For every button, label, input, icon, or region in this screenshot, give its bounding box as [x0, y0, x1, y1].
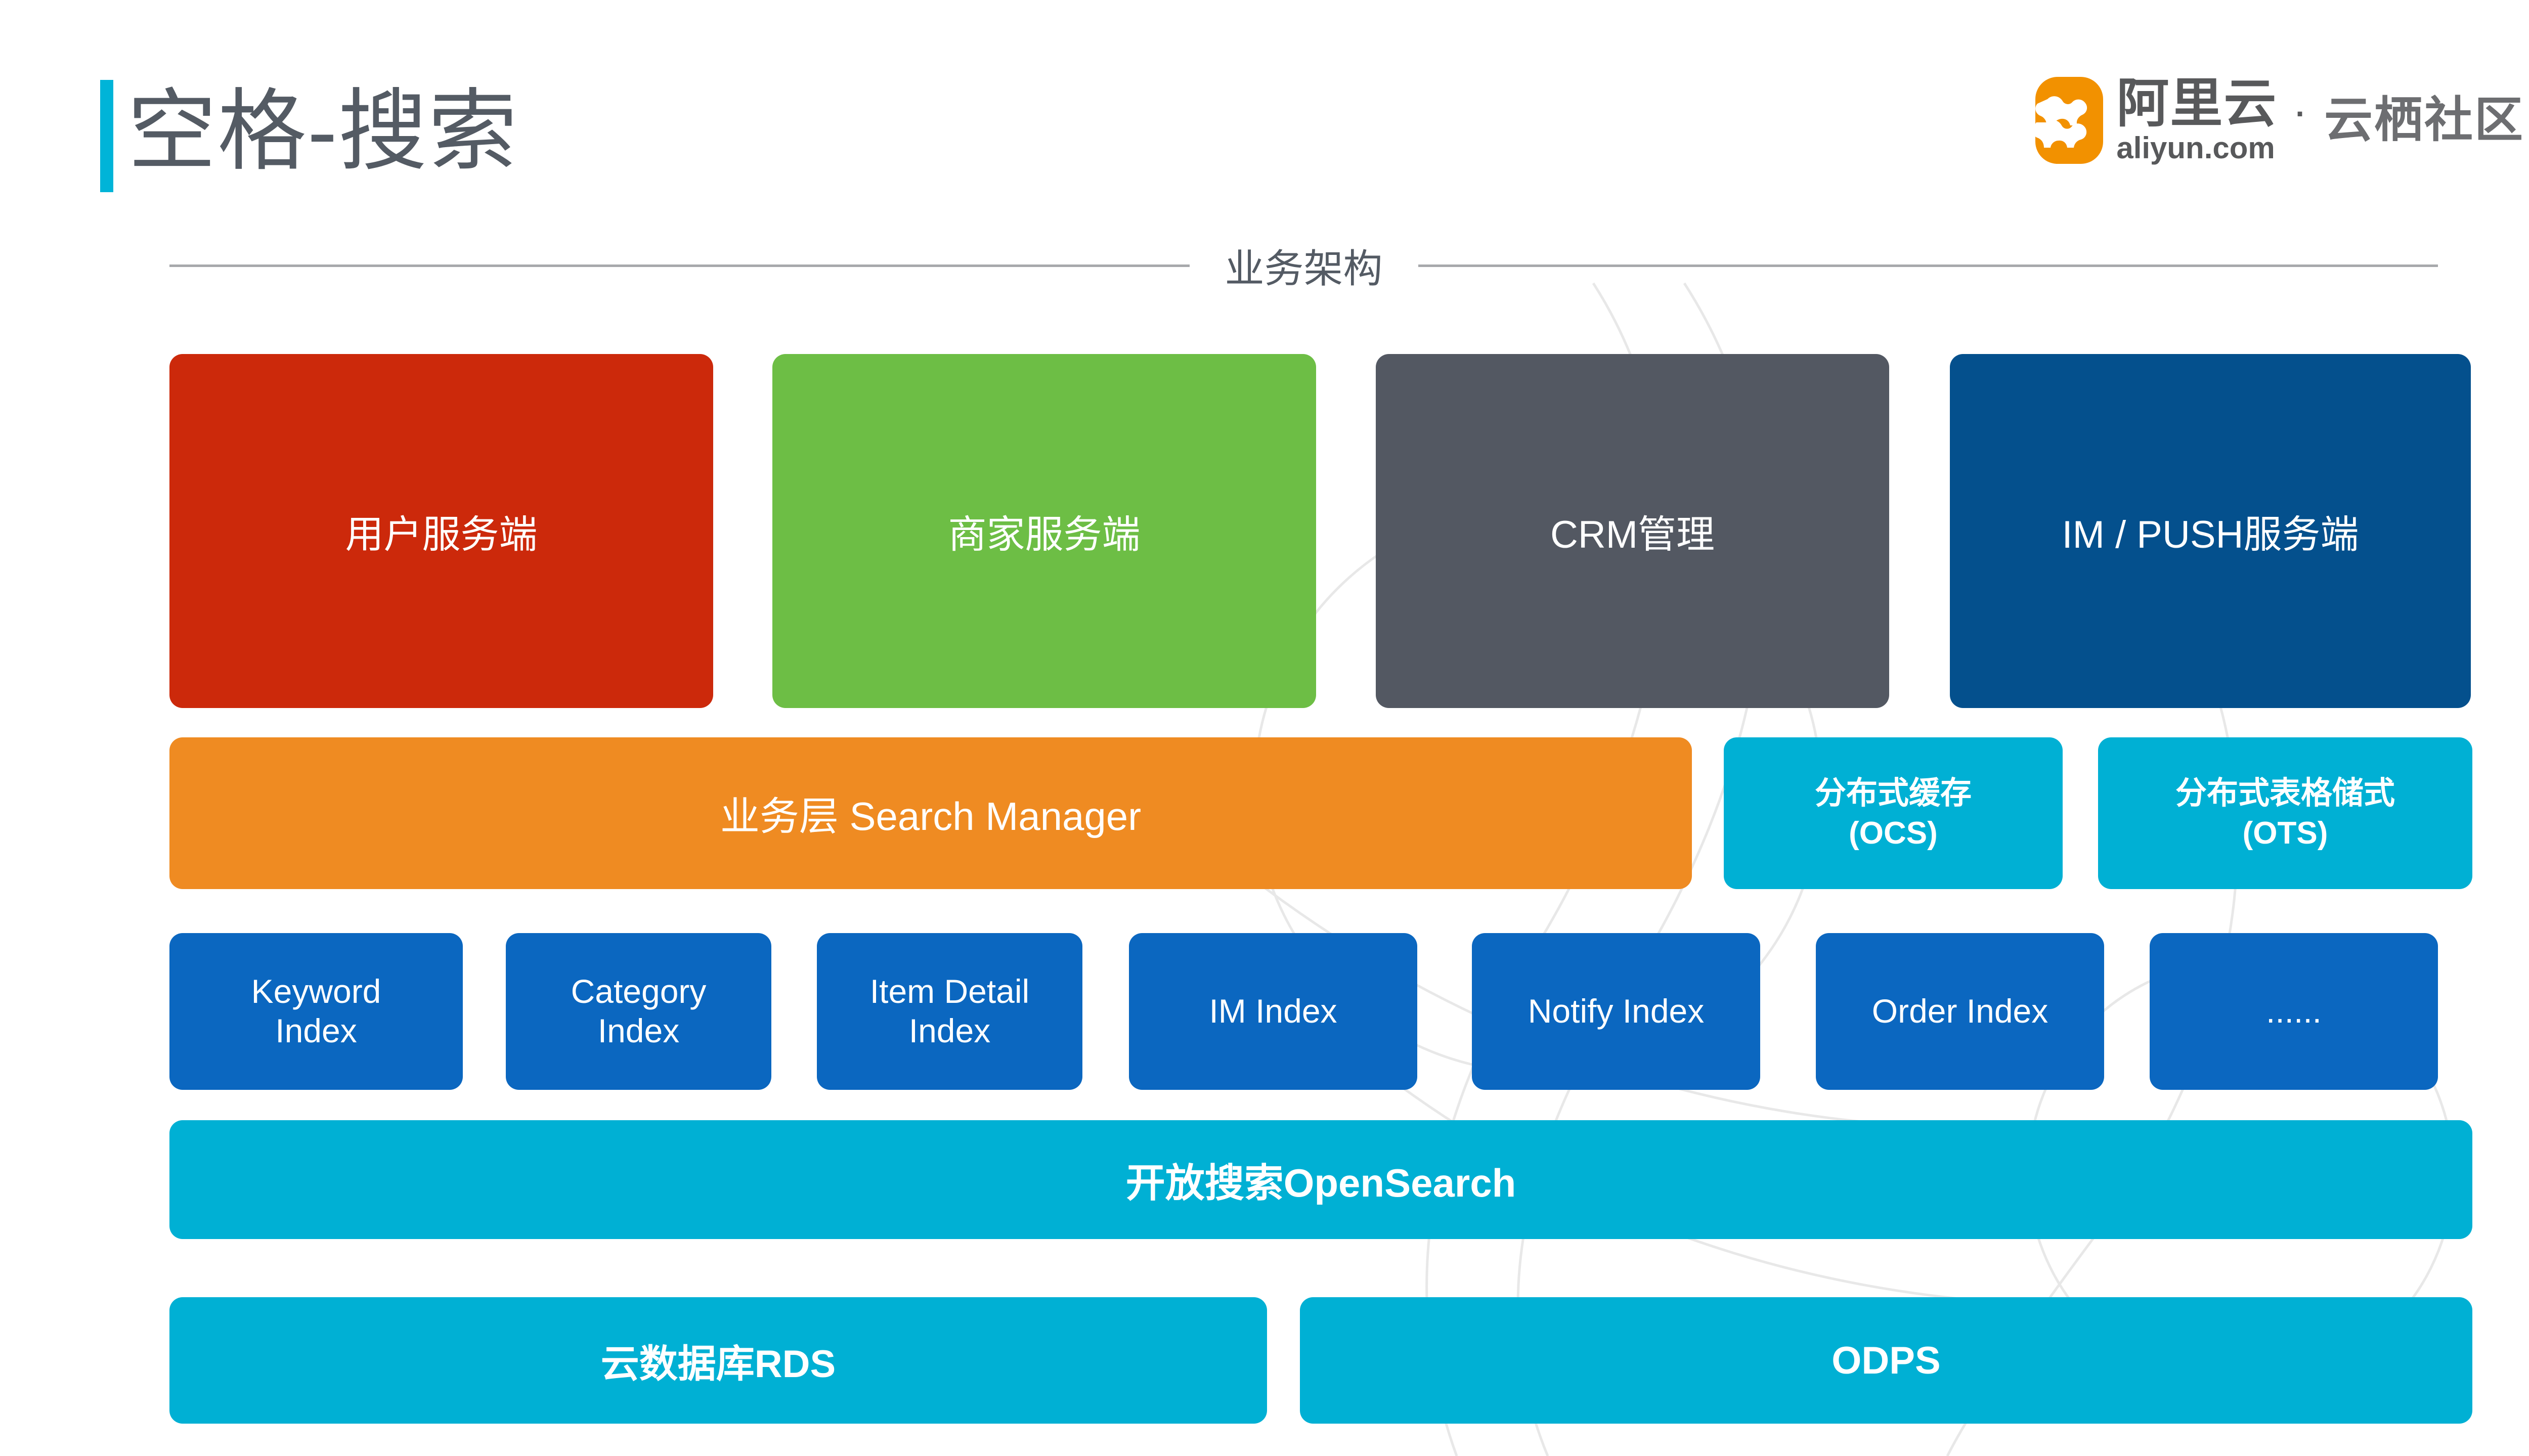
logo-separator-dot: ·	[2295, 96, 2306, 131]
node-category-index-line1: Category	[571, 973, 707, 1010]
brand-logo: 阿里云 aliyun.com · 云栖社区	[2035, 74, 2524, 167]
node-im-index[interactable]: IM Index	[1129, 933, 1417, 1090]
logo-domain: aliyun.com	[2116, 131, 2275, 165]
node-user-service[interactable]: 用户服务端	[169, 354, 713, 708]
node-odps[interactable]: ODPS	[1300, 1297, 2472, 1424]
slide-header: 空格-搜索 阿里云 aliyun.com · 云栖社区	[0, 0, 2529, 212]
node-rds[interactable]: 云数据库RDS	[169, 1297, 1267, 1424]
node-rds-label: 云数据库RDS	[600, 1343, 836, 1386]
node-item-detail-index[interactable]: Item Detail Index	[817, 933, 1082, 1090]
node-search-manager-label: 业务层 Search Manager	[720, 794, 1142, 839]
node-item-detail-index-line1: Item Detail	[869, 973, 1030, 1010]
node-distributed-cache-ocs[interactable]: 分布式缓存 (OCS)	[1724, 737, 2063, 889]
node-more-index-label: ......	[2265, 992, 2322, 1030]
node-search-manager[interactable]: 业务层 Search Manager	[169, 737, 1692, 889]
node-category-index-line2: Index	[597, 1012, 680, 1049]
aliyun-cloud-logo-icon	[2035, 77, 2104, 164]
section-header: 业务架构	[169, 238, 2438, 293]
node-order-index-label: Order Index	[1871, 992, 2048, 1030]
node-crm-management-label: CRM管理	[1550, 513, 1715, 556]
node-category-index[interactable]: Category Index	[506, 933, 771, 1090]
node-distributed-table-store-ots-label: 分布式表格储式 (OTS)	[2175, 773, 2395, 854]
page-title: 空格-搜索	[127, 82, 518, 181]
node-merchant-service-label: 商家服务端	[948, 513, 1141, 556]
node-order-index[interactable]: Order Index	[1816, 933, 2104, 1090]
node-keyword-index-line2: Index	[275, 1012, 357, 1049]
node-keyword-index-line1: Keyword	[251, 973, 381, 1010]
node-im-index-label: IM Index	[1209, 992, 1337, 1030]
node-keyword-index-label: Keyword Index	[251, 972, 381, 1051]
node-im-push-service[interactable]: IM / PUSH服务端	[1950, 354, 2471, 708]
node-notify-index[interactable]: Notify Index	[1472, 933, 1760, 1090]
logo-community-name: 云栖社区	[2324, 93, 2524, 147]
node-user-service-label: 用户服务端	[345, 513, 538, 556]
node-notify-index-label: Notify Index	[1528, 992, 1705, 1030]
node-odps-label: ODPS	[1832, 1339, 1941, 1382]
logo-brand-cn: 阿里云	[2116, 74, 2278, 133]
node-opensearch[interactable]: 开放搜索OpenSearch	[169, 1120, 2472, 1239]
node-category-index-label: Category Index	[571, 972, 707, 1051]
node-distributed-table-store-ots-line2: (OTS)	[2242, 816, 2328, 851]
node-distributed-cache-ocs-line2: (OCS)	[1849, 816, 1938, 851]
node-keyword-index[interactable]: Keyword Index	[169, 933, 463, 1090]
node-opensearch-label: 开放搜索OpenSearch	[1125, 1160, 1516, 1205]
section-rule-right	[1418, 264, 2438, 267]
node-distributed-table-store-ots[interactable]: 分布式表格储式 (OTS)	[2098, 737, 2472, 889]
node-more-index[interactable]: ......	[2150, 933, 2438, 1090]
node-crm-management[interactable]: CRM管理	[1376, 354, 1889, 708]
node-item-detail-index-line2: Index	[908, 1012, 991, 1049]
title-accent-bar	[100, 80, 113, 192]
section-rule-left	[169, 264, 1190, 267]
logo-wordmark: 阿里云 aliyun.com	[2116, 77, 2277, 163]
node-im-push-service-label: IM / PUSH服务端	[2062, 513, 2359, 556]
node-merchant-service[interactable]: 商家服务端	[772, 354, 1316, 708]
section-title: 业务架构	[1225, 246, 1383, 291]
node-distributed-cache-ocs-line1: 分布式缓存	[1814, 775, 1972, 811]
node-distributed-cache-ocs-label: 分布式缓存 (OCS)	[1815, 773, 1972, 854]
node-distributed-table-store-ots-line1: 分布式表格储式	[2175, 775, 2395, 811]
node-item-detail-index-label: Item Detail Index	[870, 972, 1029, 1051]
